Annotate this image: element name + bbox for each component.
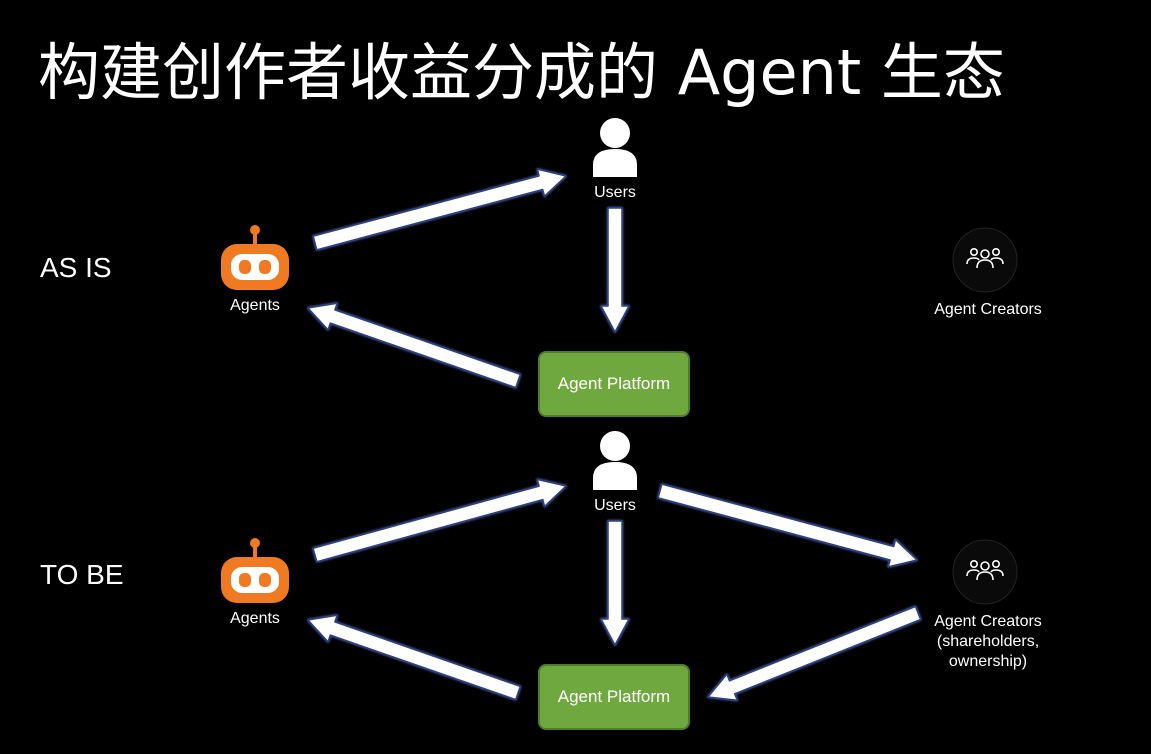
agent-creators-sublabel: ownership) [948, 653, 1028, 670]
robot-icon [219, 224, 291, 297]
users-label: Users [594, 184, 636, 201]
arrow-creators-to-platform [707, 605, 922, 702]
agent-platform-box: Agent Platform [538, 664, 690, 730]
agent-platform-box: Agent Platform [538, 351, 690, 417]
agent-creators-sublabel: (shareholders, [936, 633, 1040, 650]
robot-icon [219, 537, 291, 610]
row-label-as-is: AS IS [40, 252, 112, 283]
users-icon [591, 430, 639, 495]
arrow-agents-to-users [312, 168, 567, 251]
agent-creators-label: Agent Creators [934, 301, 1042, 318]
page-title: 构建创作者收益分成的 Agent 生态 [38, 36, 1005, 109]
arrow-users-to-platform [600, 520, 630, 646]
row-label-to-be: TO BE [40, 559, 124, 590]
group-icon [952, 539, 1018, 610]
agents-label: Agents [230, 297, 280, 314]
arrow-users-to-creators [657, 483, 918, 568]
arrow-platform-to-agents [307, 302, 522, 389]
agents-label: Agents [230, 610, 280, 627]
arrow-agents-to-users [312, 478, 567, 563]
users-label: Users [594, 497, 636, 514]
group-icon [952, 227, 1018, 298]
arrow-users-to-platform [600, 207, 630, 333]
users-icon [591, 117, 639, 182]
agent-creators-label: Agent Creators [934, 613, 1042, 630]
arrow-platform-to-agents [307, 614, 522, 701]
